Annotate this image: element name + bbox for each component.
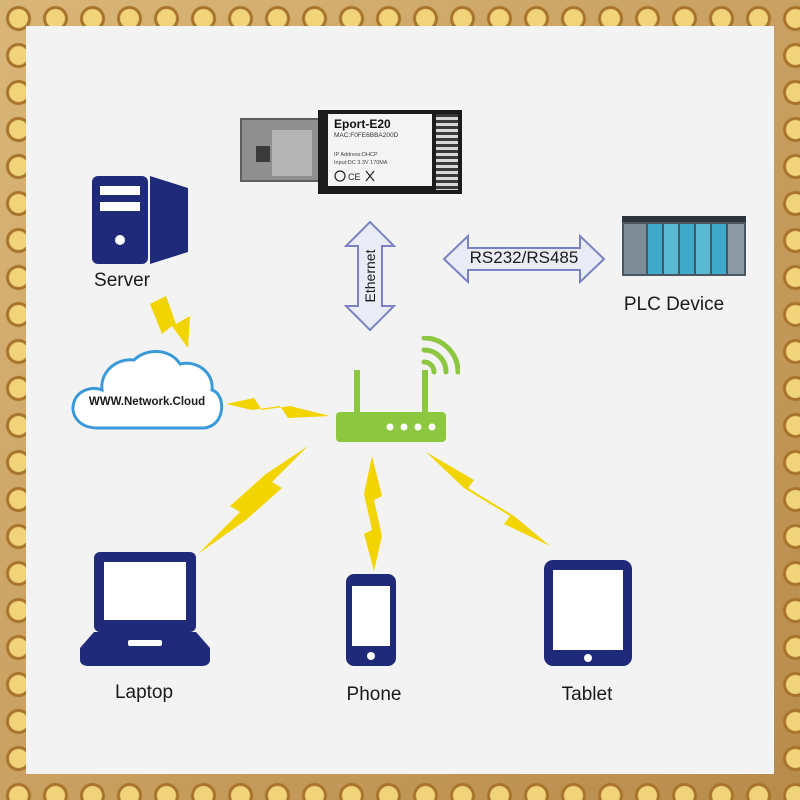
laptop-label: Laptop [114,682,174,703]
ethernet-label: Ethernet [362,249,378,303]
tablet-label: Tablet [561,684,613,705]
certification-marks-icon: CE [334,170,375,182]
module-board: Eport-E20 MAC:F0FE6BBA200D IP Address:DH… [318,110,462,194]
rj45-port [240,118,320,182]
server-icon [92,176,188,264]
tablet-icon [544,560,632,666]
cloud-label: WWW.Network.Cloud [88,396,206,408]
module-sticker: Eport-E20 MAC:F0FE6BBA200D IP Address:DH… [328,114,432,186]
ethernet-arrow [343,220,397,332]
phone-label: Phone [346,684,402,705]
plc-device-icon [622,216,746,276]
mac-text: MAC:F0FE6BBA200D [334,132,399,139]
phone-icon [346,574,396,666]
wireless-links [150,296,550,571]
bolt-router-laptop [198,446,308,554]
eport-e20-module: Eport-E20 MAC:F0FE6BBA200D IP Address:DH… [240,110,462,194]
model-text: Eport-E20 [334,117,391,131]
bolt-router-tablet [426,452,550,546]
bolt-cloud-router [226,398,330,418]
laptop-icon [80,552,210,666]
server-label: Server [94,270,150,291]
diagram-panel: Eport-E20 MAC:F0FE6BBA200D IP Address:DH… [26,26,774,774]
plc-label: PLC Device [623,294,725,315]
pin-header [436,114,458,190]
wifi-router-icon [336,336,460,442]
input-text: Input:DC 3.3V 170MA [334,160,388,166]
ip-text: IP Address:DHCP [334,152,378,158]
serial-arrow [442,234,606,284]
svg-text:CE: CE [348,172,361,182]
serial-label: RS232/RS485 [469,248,579,267]
network-cloud-icon [71,350,224,430]
bolt-server-cloud [150,296,190,348]
ethernet-label-wrap: Ethernet [356,236,384,316]
bolt-router-phone [364,456,382,571]
